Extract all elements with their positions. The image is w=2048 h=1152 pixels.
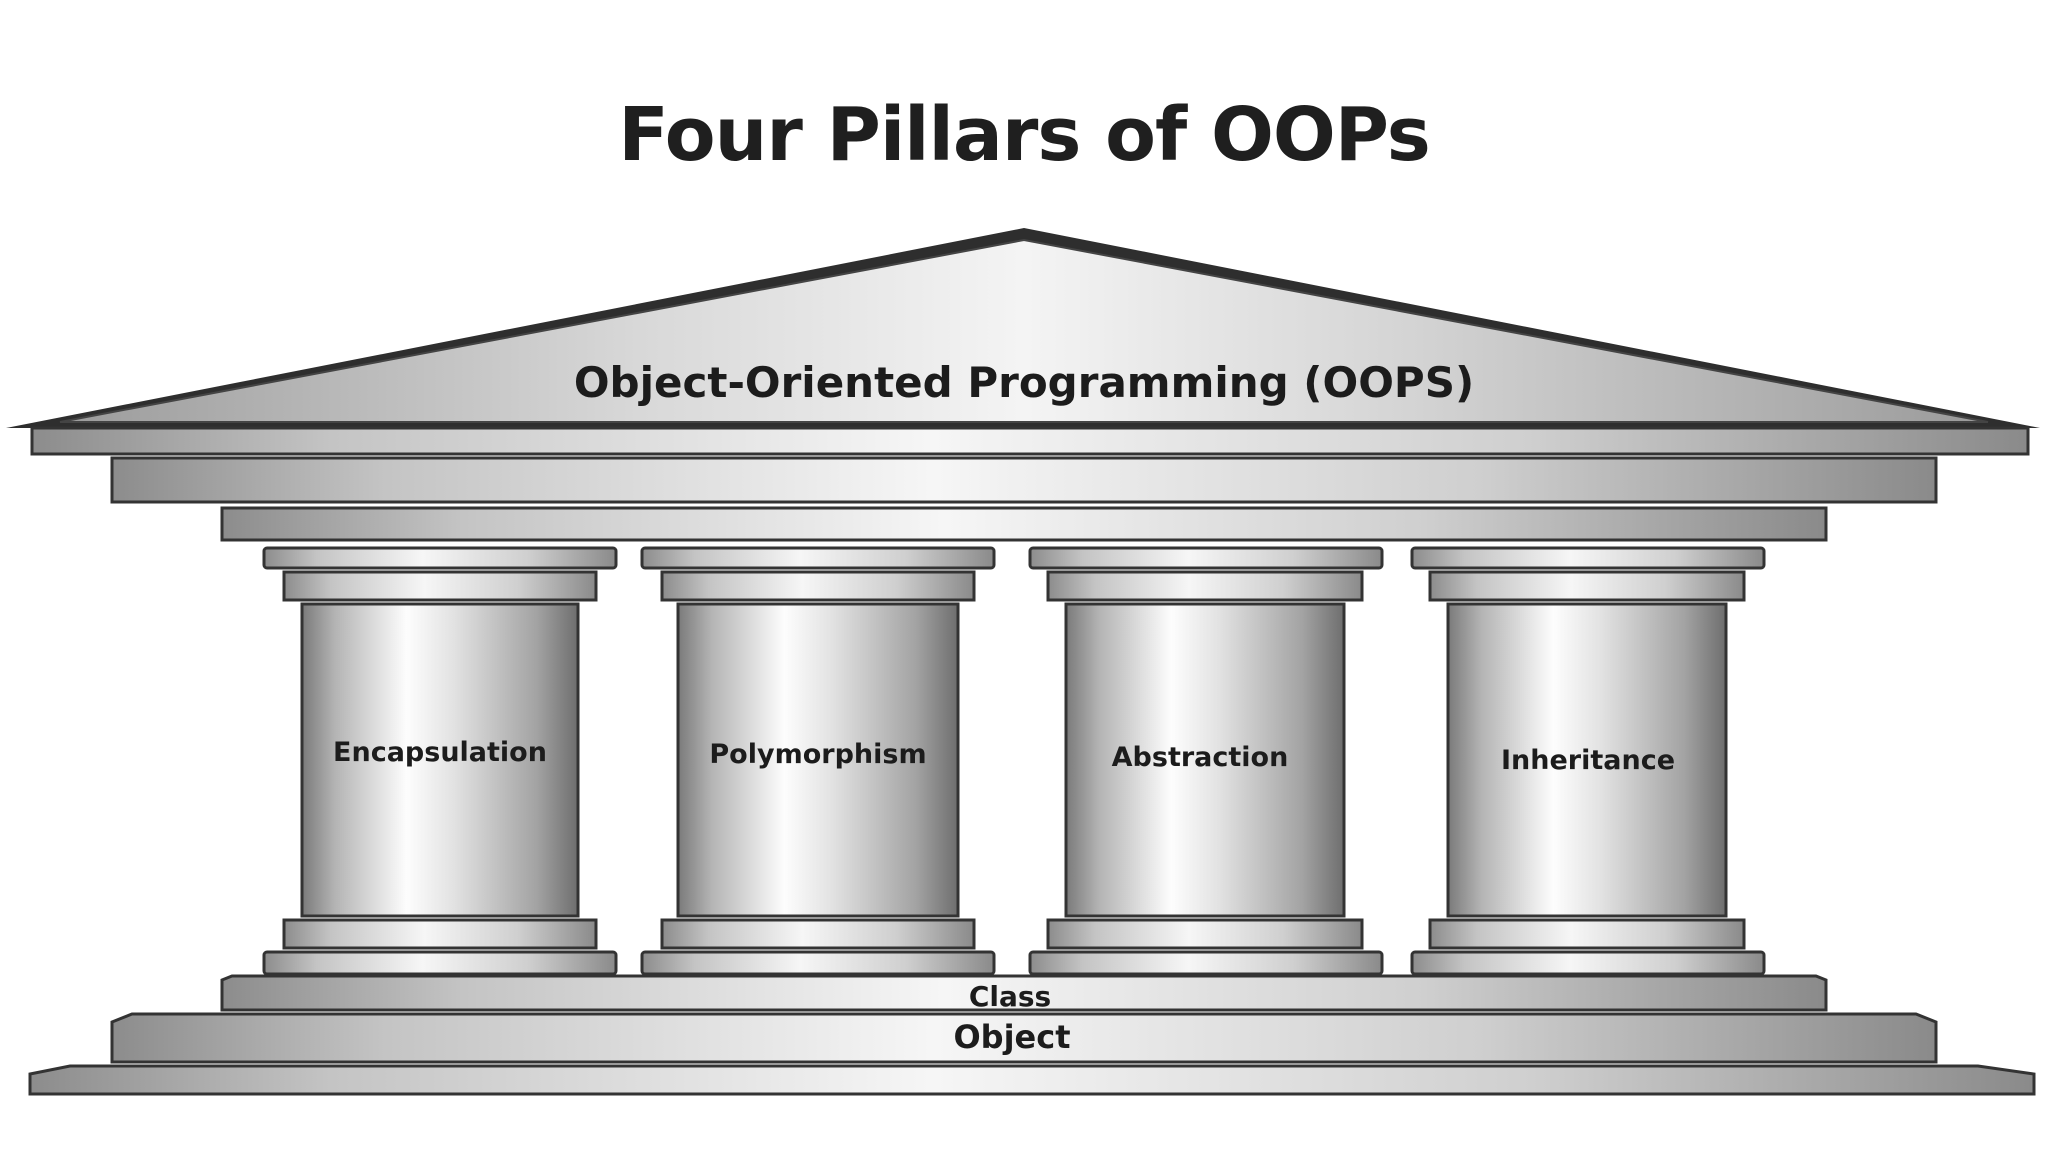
pillar-label-polymorphism: Polymorphism: [709, 739, 926, 770]
foundation: Class Object: [28, 974, 2036, 1096]
page-title: Four Pillars of OOPs: [618, 92, 1431, 178]
pillar-encapsulation: Encapsulation: [262, 546, 618, 976]
roof-label: Object-Oriented Programming (OOPS): [574, 358, 1474, 407]
pillar-label-inheritance: Inheritance: [1501, 745, 1675, 776]
class-step-label: Class: [969, 980, 1051, 1013]
entablature: [30, 426, 2030, 542]
pillar-inheritance: Inheritance: [1410, 546, 1766, 976]
pillar-label-encapsulation: Encapsulation: [333, 737, 547, 768]
object-step-label: Object: [953, 1018, 1070, 1056]
pillar-abstraction: Abstraction: [1028, 546, 1384, 976]
pediment: Object-Oriented Programming (OOPS): [6, 228, 2040, 428]
pillar-polymorphism: Polymorphism: [640, 546, 996, 976]
pillar-label-abstraction: Abstraction: [1112, 742, 1289, 773]
